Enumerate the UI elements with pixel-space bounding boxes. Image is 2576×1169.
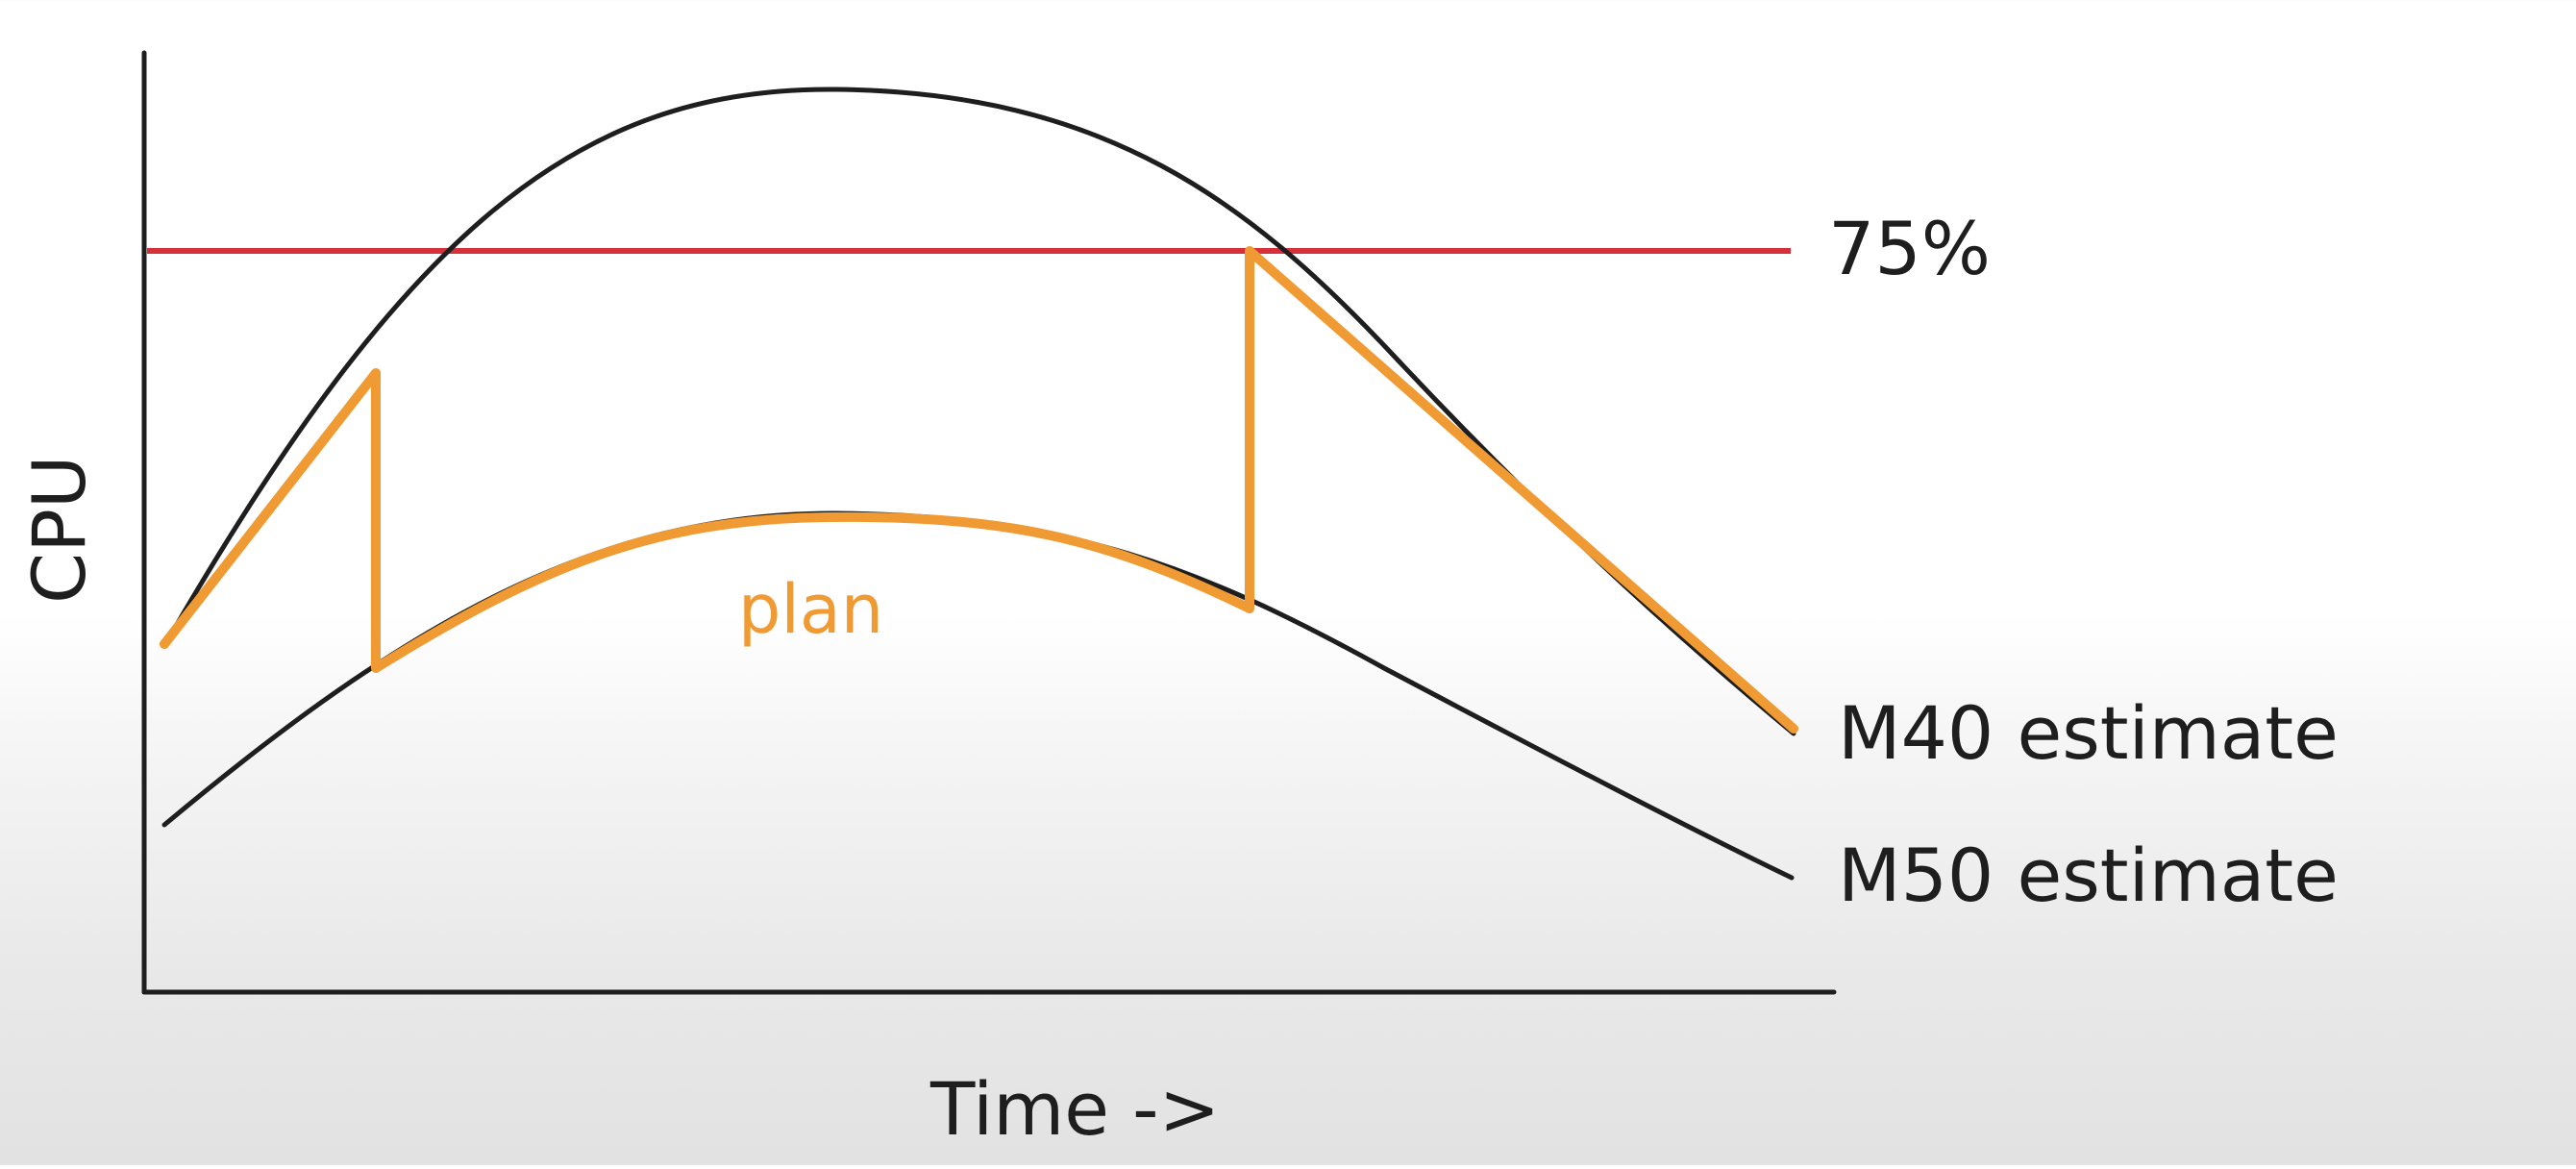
y-axis-label: CPU	[16, 455, 102, 604]
m40-estimate-curve	[161, 87, 1796, 736]
threshold-label: 75%	[1828, 206, 1991, 291]
plan-path	[160, 246, 1798, 734]
m40-estimate-label: M40 estimate	[1838, 690, 2339, 776]
x-axis-label: Time ->	[929, 1066, 1220, 1152]
plan-label: plan	[738, 570, 883, 649]
m50-estimate-label: M50 estimate	[1838, 833, 2339, 918]
m50-estimate-curve	[161, 510, 1795, 881]
